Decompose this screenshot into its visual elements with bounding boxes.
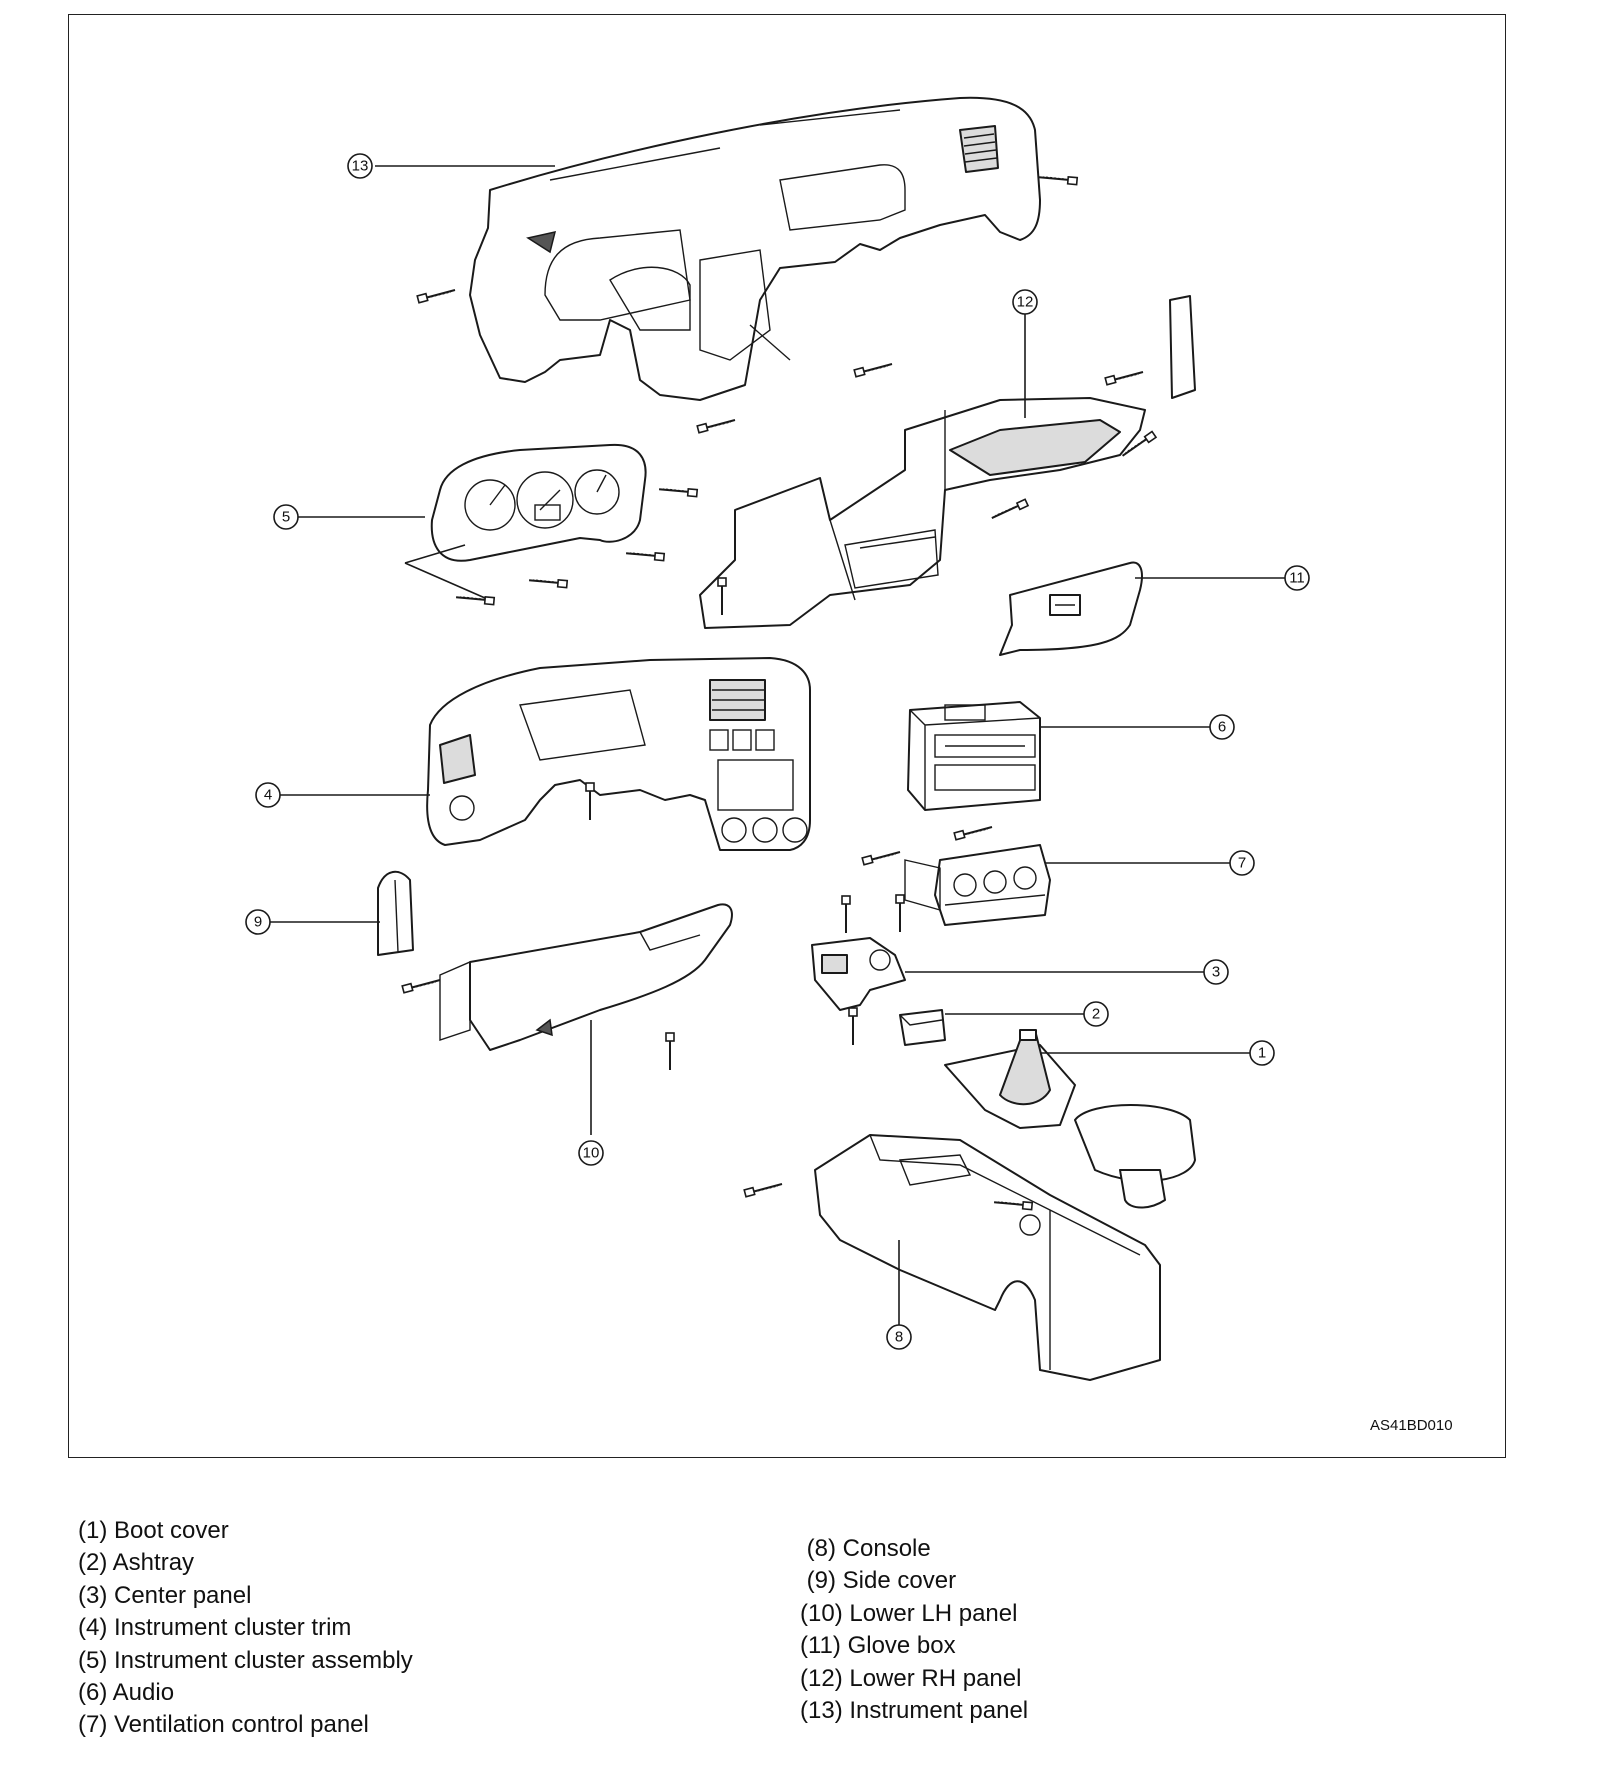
ventilation-control-panel-part <box>904 844 1051 926</box>
callout-10: 10 <box>578 1140 604 1166</box>
legend-right-column: (8) Console (9) Side cover (10) Lower LH… <box>800 1533 1028 1727</box>
parts-legend: (1) Boot cover (2) Ashtray (3) Center pa… <box>0 1515 1600 1755</box>
boot-cover-part <box>944 1029 1076 1129</box>
legend-item: (1) Boot cover <box>78 1517 229 1544</box>
callout-11: 11 <box>1284 565 1310 591</box>
instrument-panel-part <box>469 96 1041 401</box>
legend-left-column: (1) Boot cover (2) Ashtray (3) Center pa… <box>78 1515 413 1742</box>
legend-item: (8) Console <box>800 1535 931 1562</box>
svg-text:7: 7 <box>1238 855 1246 872</box>
lower-lh-panel-part <box>439 903 733 1051</box>
figure-code: AS41BD010 <box>1370 1417 1453 1434</box>
callout-1: 1 <box>1249 1040 1275 1066</box>
svg-text:6: 6 <box>1218 719 1226 736</box>
svg-text:13: 13 <box>352 158 369 175</box>
callout-12: 12 <box>1012 289 1038 315</box>
svg-text:4: 4 <box>264 787 272 804</box>
legend-item: (13) Instrument panel <box>800 1696 1029 1724</box>
svg-text:8: 8 <box>895 1329 903 1346</box>
svg-text:2: 2 <box>1092 1006 1100 1023</box>
svg-text:3: 3 <box>1212 964 1220 981</box>
callout-6: 6 <box>1209 714 1235 740</box>
diagram-frame <box>68 14 1506 1458</box>
callout-4: 4 <box>255 782 281 808</box>
svg-text:10: 10 <box>583 1145 600 1162</box>
legend-item: (12) Lower RH panel <box>800 1664 1022 1692</box>
svg-text:9: 9 <box>254 914 262 931</box>
legend-item: (2) Ashtray <box>78 1549 195 1577</box>
svg-text:12: 12 <box>1017 294 1034 311</box>
callout-5: 5 <box>273 504 299 530</box>
legend-item: (11) Glove box <box>800 1632 956 1660</box>
center-panel-part <box>811 937 906 1011</box>
legend-item: (7) Ventilation control panel <box>78 1711 369 1739</box>
legend-item: (3) Center panel <box>78 1581 252 1609</box>
lower-rh-panel-part <box>699 295 1196 629</box>
ashtray-part <box>899 1009 946 1046</box>
callout-8: 8 <box>886 1324 912 1350</box>
svg-text:11: 11 <box>1289 570 1305 587</box>
legend-item: (6) Audio <box>78 1678 175 1706</box>
legend-item: (10) Lower LH panel <box>800 1599 1018 1627</box>
callout-3: 3 <box>1203 959 1229 985</box>
callout-9: 9 <box>245 909 271 935</box>
legend-item: (9) Side cover <box>800 1567 957 1595</box>
audio-part <box>907 701 1041 811</box>
side-cover-part <box>377 870 414 956</box>
callout-2: 2 <box>1083 1001 1109 1027</box>
glove-box-part <box>999 561 1143 656</box>
svg-text:5: 5 <box>282 509 290 526</box>
legend-item: (4) Instrument cluster trim <box>78 1614 352 1642</box>
console-part <box>814 1134 1161 1381</box>
instrument-cluster-assembly-part <box>430 443 647 562</box>
svg-text:1: 1 <box>1258 1045 1266 1062</box>
instrument-cluster-trim-part <box>426 657 811 851</box>
armrest-part <box>1074 1104 1196 1209</box>
legend-item: (5) Instrument cluster assembly <box>78 1646 413 1674</box>
callout-7: 7 <box>1229 850 1255 876</box>
callout-13: 13 <box>347 153 373 179</box>
